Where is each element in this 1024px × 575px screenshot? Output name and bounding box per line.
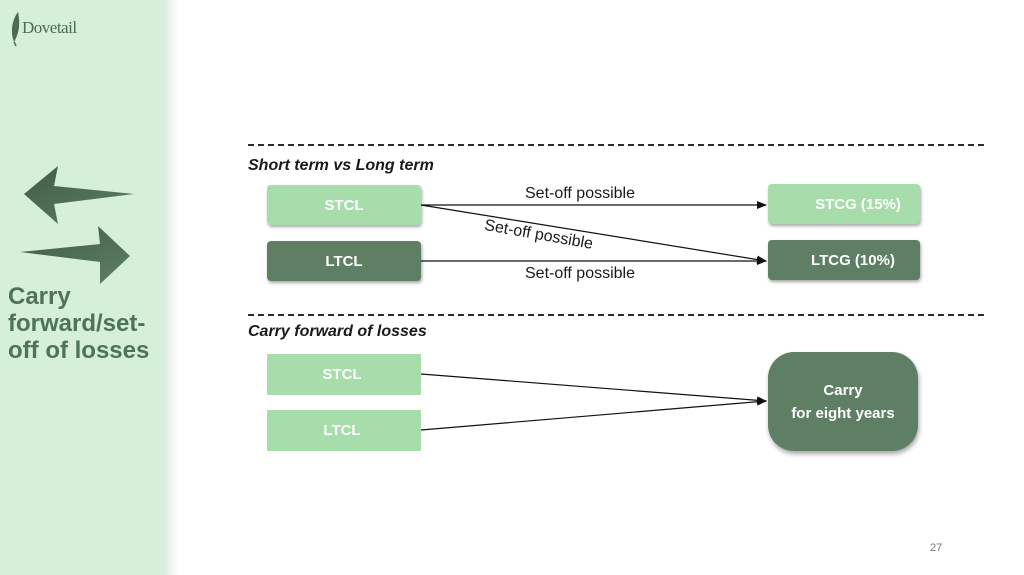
ltcl-label: LTCL: [325, 252, 363, 270]
arrow-stcl-to-ltcg: [420, 204, 767, 264]
stcl-box: STCL: [267, 185, 421, 225]
carry-stcl-box: STCL: [267, 354, 421, 395]
carry-line2: for eight years: [791, 404, 895, 422]
carry-ltcl-box: LTCL: [267, 410, 421, 451]
stcl-label: STCL: [324, 196, 364, 214]
stcg-box: STCG (15%): [768, 184, 920, 224]
section-heading-carry: Carry forward of losses: [248, 323, 427, 340]
setoff-label-bottom: Set-off possible: [525, 265, 635, 282]
carry-ltcl-label: LTCL: [323, 422, 361, 439]
left-arrow-icon: [24, 166, 134, 224]
carry-stcl-label: STCL: [322, 366, 362, 383]
setoff-label-top: Set-off possible: [525, 185, 635, 202]
carry-eight-years-box: Carry for eight years: [768, 352, 918, 451]
divider-middle: [248, 314, 984, 316]
ltcg-label: LTCG (10%): [811, 251, 895, 269]
dovetail-logo: Dovetail: [6, 8, 77, 48]
sidebar-shadow: [165, 0, 179, 575]
setoff-label-diagonal: Set-off possible: [483, 217, 595, 253]
ltcl-box: LTCL: [267, 241, 421, 281]
section-heading-short-long: Short term vs Long term: [248, 157, 434, 174]
logo-text: Dovetail: [22, 18, 77, 37]
arrow-stcl-to-carry: [420, 373, 767, 405]
divider-top: [248, 144, 984, 146]
sidebar: [0, 0, 165, 575]
ltcg-box: LTCG (10%): [768, 240, 920, 280]
exchange-arrows-icon: [20, 166, 134, 284]
arrow-ltcl-to-carry: [420, 397, 767, 431]
page-number: 27: [930, 542, 943, 554]
leaf-icon: [11, 12, 20, 47]
carry-line1: Carry: [823, 381, 863, 399]
sidebar-title: Carry forward/set-off of losses: [8, 283, 150, 364]
stcg-label: STCG (15%): [815, 195, 901, 213]
right-arrow-icon: [20, 226, 130, 284]
